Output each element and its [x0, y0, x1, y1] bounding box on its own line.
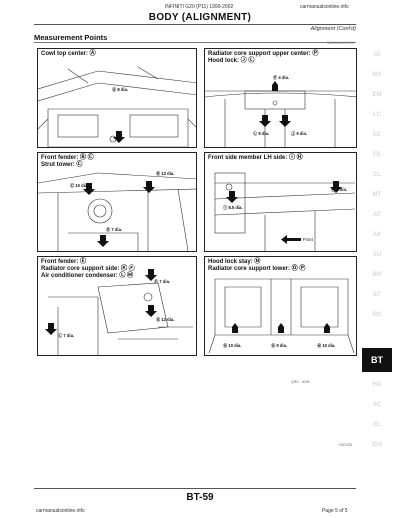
figure-code: NBS000A005100	[326, 41, 354, 45]
sidebar-tab-gi[interactable]: GI	[373, 52, 381, 58]
header-site-link[interactable]: carmanualsonline.info	[300, 4, 349, 10]
sidebar-tab-mt[interactable]: MT	[372, 192, 382, 198]
callout: Ⓓ 7 dia.	[106, 227, 123, 232]
radiator-upper-drawing	[205, 81, 356, 147]
arrow-icon	[330, 181, 342, 193]
arrow-icon	[232, 323, 238, 333]
strut-tower-drawing	[38, 172, 196, 251]
radiator-side-drawing	[45, 269, 193, 355]
callout: Ⓖ 12 dia.	[156, 317, 175, 322]
arrow-icon	[143, 181, 155, 193]
sidebar-tab-idx[interactable]: IDX	[371, 442, 382, 448]
callout: Ⓒ 10 dia.	[70, 183, 89, 188]
sidebar-tab-sc[interactable]: SC	[372, 402, 382, 408]
footer-rule	[34, 488, 356, 489]
arrow-icon	[259, 115, 271, 127]
arrow-icon	[45, 323, 57, 335]
arrow-icon	[324, 323, 330, 333]
callout: Ⓜ 10 dia.	[317, 343, 336, 348]
arrow-icon	[97, 235, 109, 247]
arrow-icon	[83, 183, 95, 195]
callout: Ⓕ 7 dia.	[154, 279, 171, 284]
section-title: Measurement Points	[34, 33, 108, 42]
radiator-lower-drawing	[208, 278, 355, 354]
arrow-icon	[226, 191, 238, 203]
footer-site-link[interactable]: carmanualsonline.info	[36, 508, 85, 514]
side-member-drawing	[214, 172, 356, 251]
sidebar-tab-cl[interactable]: CL	[373, 172, 381, 178]
panel-front-side-member: Front side member LH side: Ⓘ Ⓗ Ⓘ 8.5 dia…	[204, 152, 357, 252]
arrow-icon	[279, 115, 291, 127]
callout: Ⓟ 4 dia.	[273, 75, 290, 80]
callout: Ⓛ 7 dia.	[58, 333, 75, 338]
sidebar-tab-st[interactable]: ST	[373, 292, 381, 298]
sidebar-tab-ma[interactable]: MA	[372, 72, 382, 78]
callout: Ⓑ 13 dia.	[156, 171, 175, 176]
sidebar-tab-el[interactable]: EL	[373, 422, 381, 428]
section-rule	[34, 42, 356, 43]
sidebar-tab-em[interactable]: EM	[372, 92, 382, 98]
page-title: BODY (ALIGNMENT)	[148, 12, 252, 23]
callout: Ⓐ 8 dia.	[112, 87, 129, 92]
callout: Ⓛ 9 dia.	[253, 131, 270, 136]
figure-id: CBT428	[339, 443, 352, 447]
sidebar-tab-ax[interactable]: AX	[372, 232, 382, 238]
arrow-icon	[113, 131, 125, 143]
title-rule	[34, 24, 356, 25]
panel-label: Cowl top center: Ⓐ	[41, 51, 98, 58]
sidebar-tab-rs[interactable]: RS	[372, 312, 382, 318]
continued-label: Alignment (Cont'd)	[310, 26, 356, 32]
sidebar-tab-lc[interactable]: LC	[373, 112, 381, 118]
sidebar-tab-at[interactable]: AT	[373, 212, 381, 218]
direction-label: Front	[303, 237, 313, 242]
sidebar-tab-bt[interactable]: BT	[362, 348, 392, 372]
sidebar-tab-fe[interactable]: FE	[373, 152, 381, 158]
callout: Ⓗ 8 dia.	[331, 187, 348, 192]
panel-label: Front side member LH side: Ⓘ Ⓗ	[208, 155, 305, 162]
sidebar-tab-ec[interactable]: EC	[372, 132, 382, 138]
callout: Ⓘ 8.5 dia.	[223, 205, 243, 210]
callout: Ⓙ 9 dia.	[291, 131, 308, 136]
sidebar-tab-br[interactable]: BR	[372, 272, 382, 278]
panel-cowl-top-center: Cowl top center: Ⓐ Ⓐ 8 dia.	[37, 48, 197, 148]
arrow-icon	[145, 305, 157, 317]
figure-note: QRS - 4045	[291, 380, 310, 384]
arrow-icon	[278, 323, 284, 333]
footer-page-of: Page 5 of 5	[322, 508, 348, 514]
callout: Ⓝ 9 dia.	[271, 343, 288, 348]
sidebar-tab-ha[interactable]: HA	[372, 382, 382, 388]
arrow-left-icon	[281, 235, 301, 244]
arrow-icon	[272, 81, 278, 91]
arrow-icon	[145, 269, 157, 281]
callout: Ⓝ 10 dia.	[223, 343, 242, 348]
page-number: BT-59	[186, 492, 214, 503]
header-model-line: INFINITI G20 (P11) 1999-2002	[165, 4, 234, 10]
sidebar-tab-su[interactable]: SU	[372, 252, 382, 258]
cowl-top-drawing	[38, 66, 196, 147]
